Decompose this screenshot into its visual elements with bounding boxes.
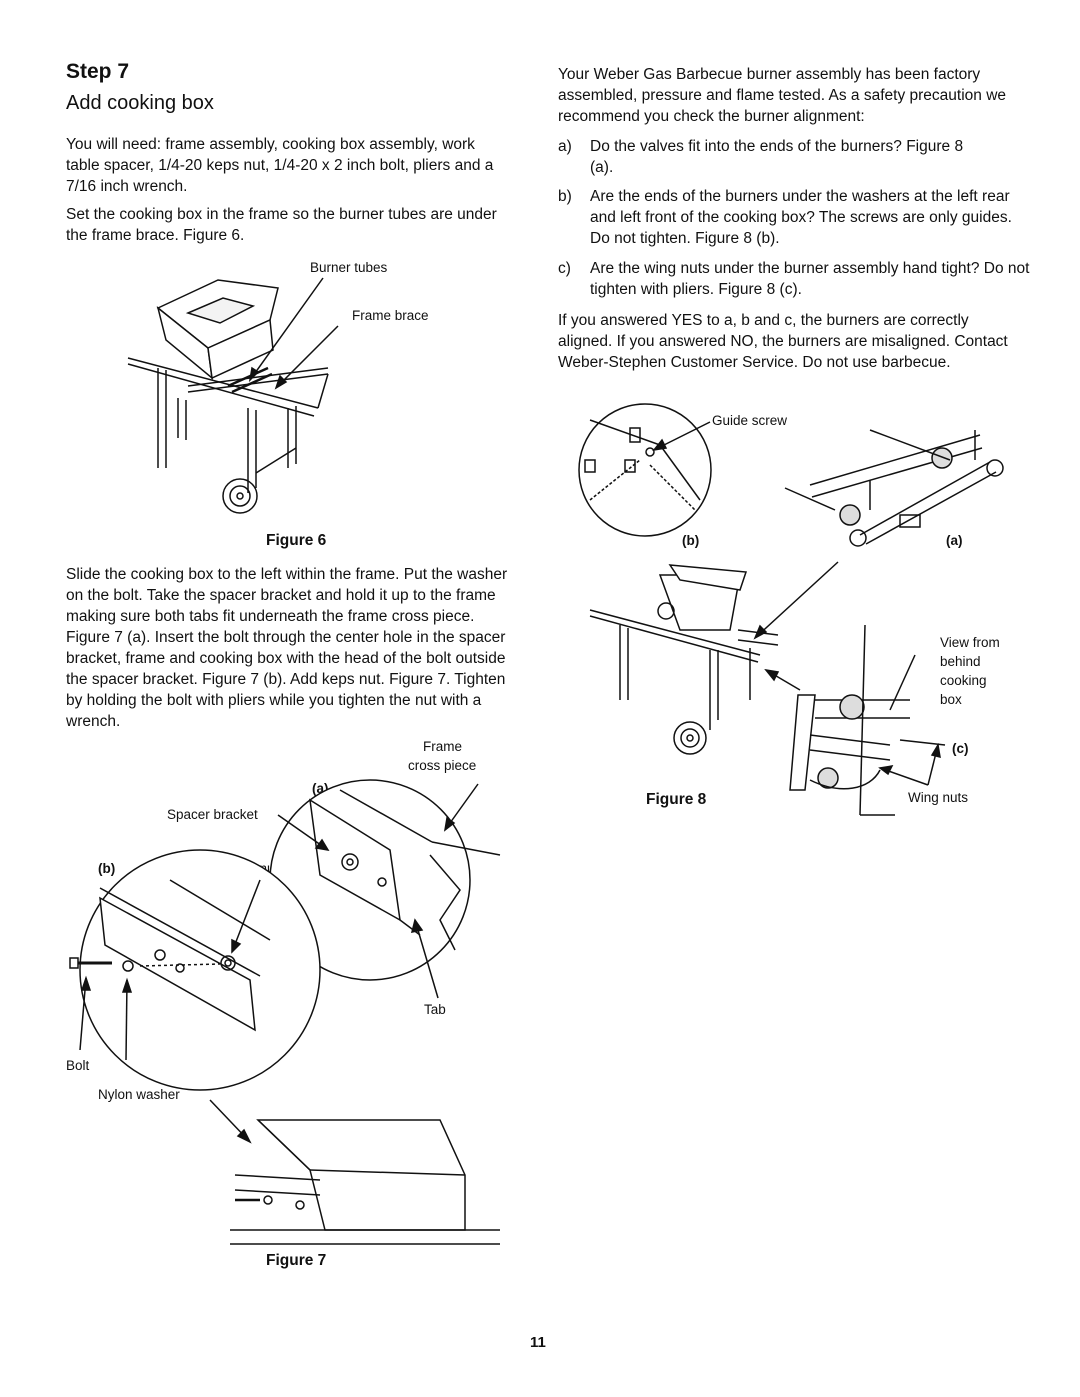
step-title: Step 7: [66, 60, 130, 83]
paragraph-intro: Your Weber Gas Barbecue burner assembly …: [558, 66, 1007, 125]
figure-8-illustration: [578, 403, 1004, 816]
figure-6-caption: Figure 6: [266, 532, 327, 549]
label-guide-screw: Guide screw: [712, 413, 788, 428]
figure-7-caption: Figure 7: [266, 1252, 327, 1269]
label-view-from: View from: [940, 635, 1000, 650]
label-nylon-washer: Nylon washer: [98, 1087, 180, 1102]
list-item-text: Are the ends of the burners under the wa…: [590, 188, 1012, 247]
label-burner-tubes: Burner tubes: [310, 260, 388, 275]
page-number: 11: [530, 1334, 546, 1351]
figure-7-illustration: [69, 779, 501, 1245]
paragraph-slide-cooking-box: Slide the cooking box to the left within…: [66, 566, 508, 730]
list-item-letter: b): [558, 188, 572, 205]
label-box: box: [940, 692, 962, 707]
label-fig8-c: (c): [952, 741, 969, 756]
label-spacer-bracket: Spacer bracket: [167, 807, 258, 822]
label-wing-nuts: Wing nuts: [908, 790, 969, 805]
list-item-letter: a): [558, 138, 572, 155]
figure-6-illustration: [127, 277, 339, 514]
paragraph-conclusion: If you answered YES to a, b and c, the b…: [558, 312, 1008, 371]
paragraph-set-cooking-box: Set the cooking box in the frame so the …: [66, 206, 497, 244]
step-subtitle: Add cooking box: [66, 92, 214, 114]
label-fig8-a: (a): [946, 533, 963, 548]
label-fig7-b: (b): [98, 861, 116, 876]
label-bolt: Bolt: [66, 1058, 90, 1073]
label-frame: Frame: [423, 739, 463, 754]
label-tab: Tab: [424, 1002, 446, 1017]
label-fig8-b: (b): [682, 533, 700, 548]
list-item-letter: c): [558, 260, 571, 277]
label-behind: behind: [940, 654, 981, 669]
label-frame-brace: Frame brace: [352, 308, 429, 323]
label-cross-piece: cross piece: [408, 758, 477, 773]
paragraph-you-will-need: You will need: frame assembly, cooking b…: [66, 136, 494, 195]
list-item-text: Are the wing nuts under the burner assem…: [590, 260, 1030, 298]
figure-8-caption: Figure 8: [646, 791, 707, 808]
list-item-text: Do the valves fit into the ends of the b…: [590, 138, 964, 176]
label-cooking: cooking: [940, 673, 987, 688]
